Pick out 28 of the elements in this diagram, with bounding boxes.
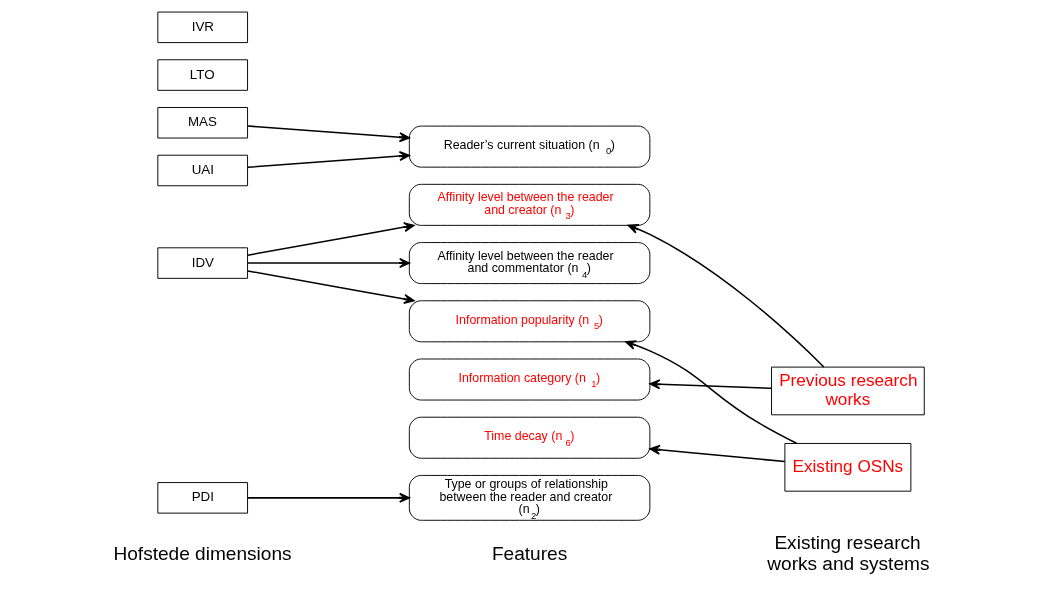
arrow xyxy=(648,444,786,463)
node-box: Information category (n$_{1}$) xyxy=(408,358,650,401)
label: Hofstede dimensions xyxy=(112,542,292,564)
node-box: Type or groups of relationship between the reader and creator (n$_{2}$) xyxy=(408,474,650,521)
node-box: IVR xyxy=(156,11,248,44)
node-box: Affinity level between the reader and creator (n$_{3}$) xyxy=(408,183,650,226)
arrow xyxy=(624,340,797,444)
arrow xyxy=(246,151,410,168)
arrow xyxy=(246,125,410,143)
node-box: Affinity level between the reader and commentator (n$_{4}$) xyxy=(408,242,650,285)
node-box: LTO xyxy=(156,59,248,91)
node-box: IDV xyxy=(156,247,248,279)
arrow xyxy=(246,258,410,269)
label: Features xyxy=(491,542,567,564)
node-box: Information popularity (n$_{5}$) xyxy=(408,300,650,343)
label: Existing research works and systems xyxy=(766,532,929,575)
node-box: PDI xyxy=(156,482,248,514)
node-box: UAI xyxy=(156,154,248,187)
arrow xyxy=(246,492,410,503)
arrow xyxy=(246,270,415,305)
arrow xyxy=(246,222,415,256)
arrow xyxy=(627,224,825,368)
arrow xyxy=(648,379,772,390)
node-box: Existing OSNs xyxy=(783,443,911,492)
node-box: Reader’s current situation (n$_{0}$) xyxy=(408,125,650,168)
node-box: MAS xyxy=(156,107,248,139)
node-box: Time decay (n$_{6}$) xyxy=(408,416,650,459)
node-box: Previous research works xyxy=(770,366,925,416)
